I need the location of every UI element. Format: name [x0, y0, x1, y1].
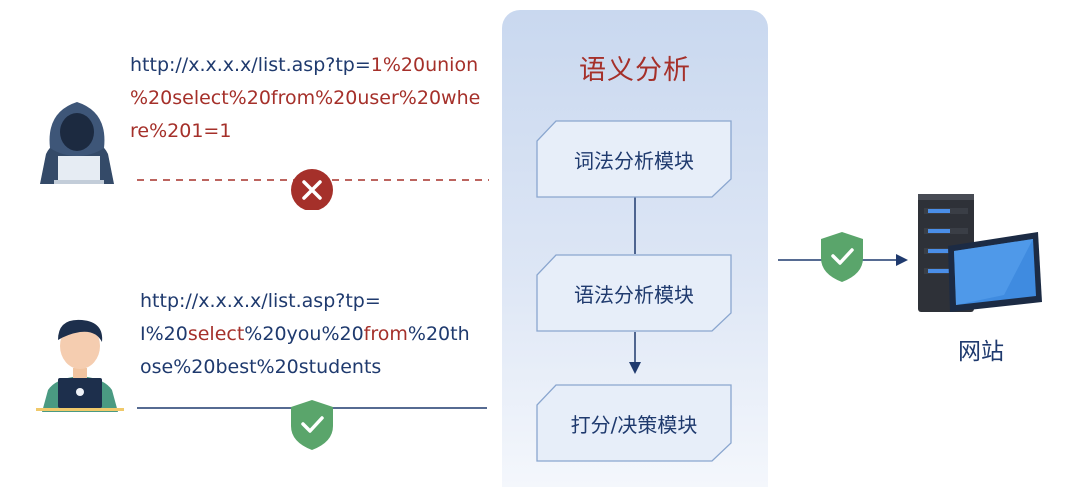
website-label: 网站: [958, 339, 1004, 365]
server-icon: [918, 194, 1042, 312]
module-label: 语法分析模块: [574, 282, 694, 307]
monitor-icon: [948, 232, 1042, 312]
syntax-analysis-module: 语法分析模块: [536, 254, 732, 332]
module-connectors: [629, 196, 641, 374]
lexical-analysis-module: 词法分析模块: [536, 120, 732, 198]
panel-title: 语义分析: [579, 55, 691, 86]
module-label: 词法分析模块: [574, 148, 694, 173]
shield-check-icon: [821, 232, 863, 282]
blocked-path: [137, 169, 489, 210]
attacker-url: http://x.x.x.x/list.asp?tp=1%20union %20…: [130, 54, 481, 142]
x-circle-icon: [291, 169, 333, 210]
hacker-icon: [40, 102, 114, 184]
shield-check-icon: [291, 400, 333, 450]
user-url: http://x.x.x.x/list.asp?tp= I%20select%2…: [140, 290, 470, 378]
user-icon: [36, 319, 124, 412]
scoring-decision-module: 打分/决策模块: [536, 384, 732, 462]
output-path: [778, 232, 908, 282]
module-label: 打分/决策模块: [570, 412, 698, 437]
allowed-path: [137, 400, 487, 450]
